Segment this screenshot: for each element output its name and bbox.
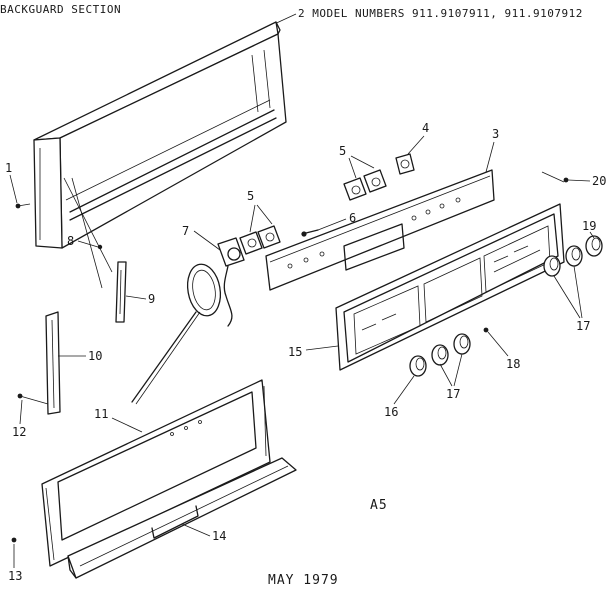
leader-5-lower-b bbox=[256, 204, 273, 225]
page-code: A5 bbox=[370, 498, 388, 513]
knob-part-16 bbox=[409, 355, 427, 377]
screw-part-6 bbox=[301, 229, 319, 237]
callout-12: 12 bbox=[12, 425, 26, 439]
leader-19 bbox=[589, 231, 595, 239]
callout-20: 20 bbox=[592, 174, 606, 188]
leader-17-upper-a bbox=[553, 275, 581, 319]
callout-3: 3 bbox=[492, 127, 499, 141]
callout-4: 4 bbox=[422, 121, 429, 135]
callout-9: 9 bbox=[148, 292, 155, 306]
leader-14 bbox=[181, 523, 211, 537]
leader-20 bbox=[567, 179, 591, 182]
knob-part-17-upper-b bbox=[565, 245, 583, 267]
knob-part-17-lower-a bbox=[431, 344, 449, 366]
callout-17-upper: 17 bbox=[576, 319, 590, 333]
clock-timer-part-7 bbox=[131, 237, 245, 405]
leader-15 bbox=[305, 345, 339, 351]
control-panel-part-3 bbox=[265, 169, 495, 291]
leader-12 bbox=[19, 399, 23, 425]
switch-pair-part-5-upper bbox=[343, 169, 387, 201]
switch-part-4 bbox=[395, 153, 415, 175]
leader-9 bbox=[125, 295, 147, 300]
callout-16: 16 bbox=[384, 405, 398, 419]
callout-7: 7 bbox=[182, 224, 189, 238]
screw-part-1 bbox=[15, 203, 31, 209]
leader-1 bbox=[9, 174, 18, 204]
rear-panel-part-11 bbox=[41, 379, 271, 567]
leader-11 bbox=[111, 417, 143, 433]
end-strip-part-10 bbox=[45, 311, 61, 415]
callout-8: 8 bbox=[67, 234, 74, 248]
leader-housing-to-9 bbox=[71, 177, 103, 289]
leader-8 bbox=[77, 240, 99, 248]
callout-5-lower: 5 bbox=[247, 189, 254, 203]
screw-part-13 bbox=[11, 537, 17, 543]
leader-3 bbox=[485, 141, 495, 173]
leader-17-lower-a bbox=[439, 363, 453, 387]
screw-part-18 bbox=[483, 327, 489, 333]
callout-15: 15 bbox=[288, 345, 302, 359]
callout-11: 11 bbox=[94, 407, 108, 421]
leader-17-lower-b bbox=[453, 353, 463, 387]
callout-18: 18 bbox=[506, 357, 520, 371]
leader-18 bbox=[487, 331, 509, 357]
bracket-part-9 bbox=[115, 261, 127, 323]
leader-8-to-9 bbox=[63, 177, 113, 273]
leader-20-to-panel bbox=[541, 171, 565, 183]
callout-17-lower: 17 bbox=[446, 387, 460, 401]
leader-5-lower-a bbox=[249, 204, 256, 233]
callout-19: 19 bbox=[582, 219, 596, 233]
screw-12-line bbox=[19, 395, 49, 405]
date-label: MAY 1979 bbox=[268, 573, 339, 588]
leader-16 bbox=[393, 375, 415, 405]
knob-part-19 bbox=[585, 235, 603, 257]
front-panel-part-15 bbox=[335, 203, 565, 371]
leader-5-upper-b bbox=[350, 155, 375, 169]
callout-14: 14 bbox=[212, 529, 226, 543]
switch-pair-part-5-lower bbox=[239, 225, 281, 255]
callout-1: 1 bbox=[5, 161, 12, 175]
leader-5-upper-a bbox=[348, 157, 357, 179]
callout-10: 10 bbox=[88, 349, 102, 363]
backguard-housing bbox=[33, 21, 287, 249]
callout-13: 13 bbox=[8, 569, 22, 583]
model-numbers-caption: 2 MODEL NUMBERS 911.9107911, 911.9107912 bbox=[298, 7, 583, 20]
callout-6: 6 bbox=[349, 211, 356, 225]
leader-17-upper-b bbox=[573, 265, 583, 319]
section-title: BACKGUARD SECTION bbox=[0, 3, 121, 16]
knob-part-17-lower-b bbox=[453, 333, 471, 355]
knob-part-17-upper-a bbox=[543, 255, 561, 277]
callout-5-upper: 5 bbox=[339, 144, 346, 158]
leader-4 bbox=[407, 135, 425, 155]
screw-part-20 bbox=[563, 177, 569, 183]
leader-6 bbox=[317, 218, 347, 231]
leader-7 bbox=[193, 230, 221, 251]
trim-part-14 bbox=[67, 457, 297, 579]
